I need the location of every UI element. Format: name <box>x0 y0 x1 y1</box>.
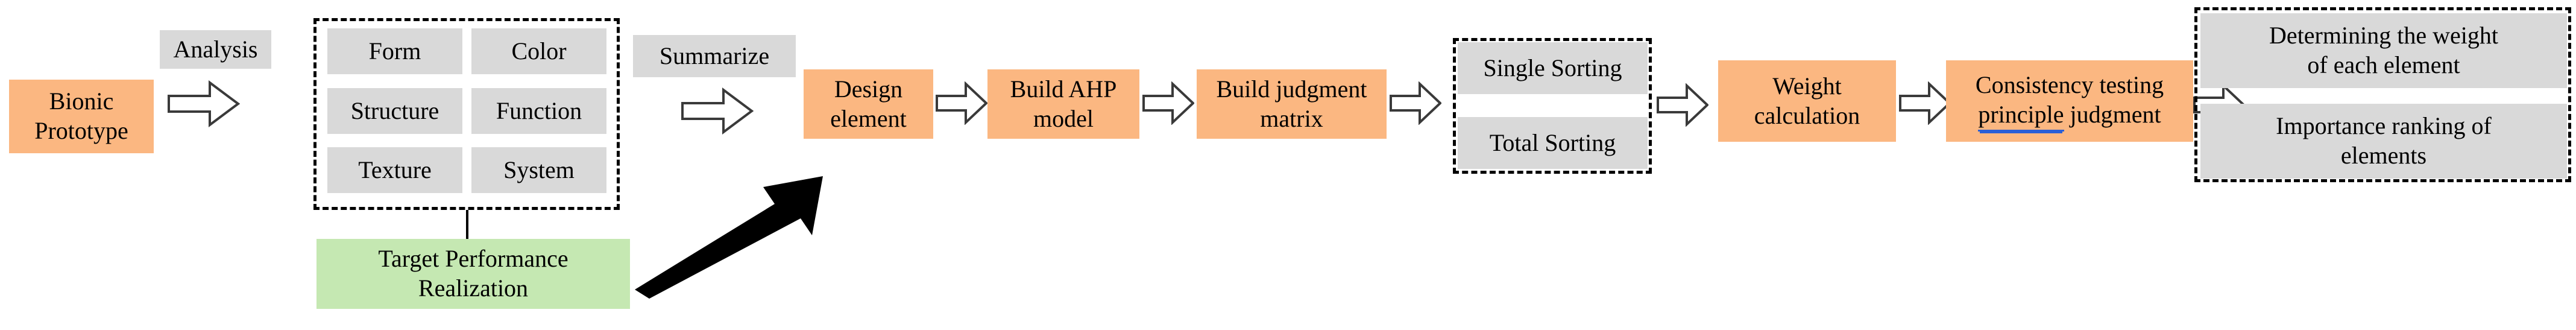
node-build-ahp-model[interactable]: Build AHP model <box>987 69 1139 139</box>
sorting-item-total-sorting[interactable]: Total Sorting <box>1458 117 1648 169</box>
node-build-judgment-matrix[interactable]: Build judgment matrix <box>1197 69 1387 139</box>
block-arrow-right-icon <box>1390 81 1441 125</box>
attribute-item-texture[interactable]: Texture <box>327 147 462 193</box>
attribute-item-form[interactable]: Form <box>327 28 462 74</box>
node-target-performance-realization[interactable]: Target Performance Realization <box>316 239 630 309</box>
node-bionic-prototype[interactable]: Bionic Prototype <box>9 80 154 153</box>
node-consistency-testing[interactable]: Consistency testing principle judgment <box>1946 60 2193 142</box>
vertical-connector-line <box>466 210 468 239</box>
thick-arrow-up-right-icon <box>624 163 832 299</box>
attribute-item-color[interactable]: Color <box>471 28 606 74</box>
block-arrow-right-icon <box>936 81 987 125</box>
block-arrow-right-icon <box>681 87 754 135</box>
edge-label-summarize: Summarize <box>633 35 796 77</box>
group-design-attributes <box>313 18 620 210</box>
consistency-line-2: principle judgment <box>1978 100 2161 132</box>
consistency-line-1: Consistency testing <box>1975 71 2164 99</box>
sorting-item-single-sorting[interactable]: Single Sorting <box>1458 42 1648 94</box>
spellcheck-flagged-word: principle <box>1978 100 2064 132</box>
block-arrow-right-icon <box>168 80 240 127</box>
block-arrow-right-icon <box>1657 83 1708 127</box>
outcome-item-determining-weight[interactable]: Determining the weight of each element <box>2200 13 2567 88</box>
group-sorting <box>1453 38 1652 174</box>
attribute-item-structure[interactable]: Structure <box>327 88 462 134</box>
group-outcomes <box>2194 7 2571 182</box>
edge-label-analysis: Analysis <box>160 30 271 69</box>
attribute-item-function[interactable]: Function <box>471 88 606 134</box>
outcome-item-importance-ranking[interactable]: Importance ranking of elements <box>2200 104 2567 179</box>
node-design-element[interactable]: Design element <box>804 69 933 139</box>
block-arrow-right-icon <box>1899 81 1951 125</box>
node-weight-calculation[interactable]: Weight calculation <box>1718 60 1896 142</box>
attribute-item-system[interactable]: System <box>471 147 606 193</box>
consistency-line-2-rest: judgment <box>2064 101 2161 128</box>
block-arrow-right-icon <box>1142 81 1194 125</box>
